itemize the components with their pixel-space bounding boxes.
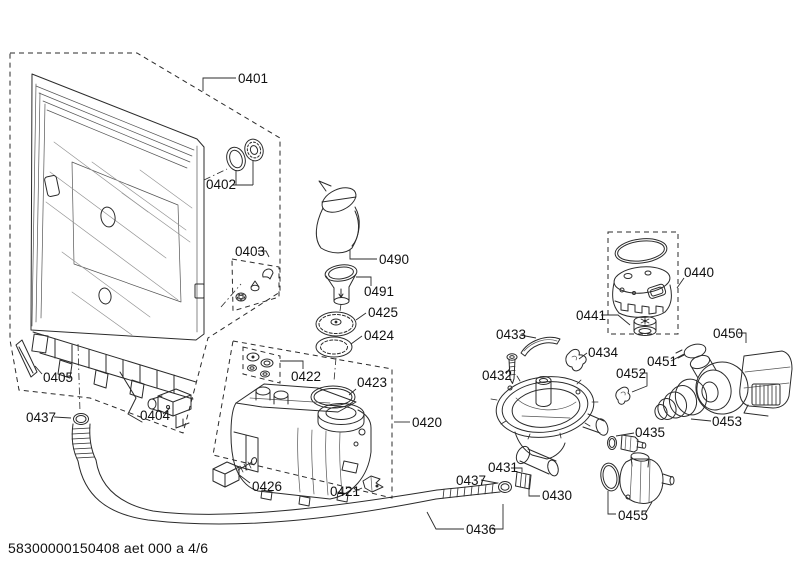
callout-0434: 0434	[588, 345, 619, 360]
callout-0422: 0422	[291, 369, 321, 384]
seal-kit-0422-box	[242, 346, 281, 384]
softener-assembly-drawing	[230, 383, 372, 507]
clamp-0451-drawing	[675, 343, 707, 359]
seal-rings-0402-drawing	[226, 138, 264, 172]
door-assembly-outline	[9, 52, 281, 434]
callout-0432: 0432	[482, 368, 512, 383]
inner-door-drawing	[30, 73, 205, 341]
leader-0490	[349, 250, 377, 260]
leader-0401	[202, 77, 236, 91]
leader-0426	[237, 473, 251, 484]
leader-0421	[352, 487, 363, 493]
leader-0405	[34, 365, 43, 375]
leader-0431	[511, 467, 523, 472]
valve-0435-drawing	[607, 434, 647, 453]
seal-kit-0422-parts	[246, 352, 274, 378]
screw-0432-drawing	[506, 353, 518, 384]
leader-0437-hose	[480, 479, 498, 484]
leader-0435	[615, 432, 635, 437]
document-number-text: 58300000150408 aet 000 a 4/6	[8, 540, 208, 556]
drain-hose-0436-drawing	[71, 413, 512, 525]
seal-0424-drawing	[315, 336, 353, 358]
callout-0436: 0436	[466, 522, 496, 537]
clip-0452-drawing	[615, 386, 631, 405]
pump-0450-drawing	[689, 350, 793, 417]
callout-0452: 0452	[616, 366, 646, 381]
leader-0455	[607, 491, 653, 515]
leader-0423	[348, 388, 357, 396]
callout-0437-hose: 0437	[456, 473, 486, 488]
clip-0433-drawing	[520, 336, 561, 357]
leader-0402	[232, 161, 254, 186]
leader-0430	[528, 489, 540, 497]
callout-0424: 0424	[364, 328, 395, 343]
callout-0426: 0426	[252, 479, 282, 494]
clip-0434-drawing	[565, 348, 587, 372]
leader-0425	[355, 312, 367, 321]
leader-0434	[578, 352, 588, 360]
leader-0422	[280, 360, 304, 369]
clip-0421-drawing	[362, 475, 384, 493]
strip-0405-drawing	[15, 339, 38, 378]
coupler-0431-drawing	[515, 471, 532, 490]
callout-labels: 0401 0402 0403 0404 0405 0420 0421 0422 …	[26, 71, 743, 537]
callout-0425: 0425	[368, 305, 398, 320]
leader-0436	[426, 504, 504, 530]
callout-0435: 0435	[635, 425, 665, 440]
callout-0430: 0430	[542, 488, 572, 503]
callout-0420: 0420	[412, 415, 442, 430]
callout-0453: 0453	[712, 414, 742, 429]
callout-0441: 0441	[576, 308, 606, 323]
callout-0421: 0421	[330, 484, 360, 499]
leader-0452	[631, 372, 648, 393]
heater-0440-box	[607, 231, 679, 335]
callout-0403: 0403	[235, 244, 265, 259]
leader-0450	[738, 332, 747, 343]
sleeve-0453-drawing	[654, 378, 708, 420]
leader-0437-door	[53, 416, 72, 419]
callout-0405: 0405	[43, 370, 73, 385]
drain-pump-0455-drawing	[600, 452, 675, 504]
fastener-kit-0403-box	[231, 258, 280, 312]
callout-0437-door: 0437	[26, 410, 56, 425]
jug-0490-drawing	[315, 180, 360, 254]
callout-0404: 0404	[140, 408, 171, 423]
callout-0451: 0451	[647, 354, 677, 369]
callout-0455: 0455	[618, 508, 648, 523]
leader-lines	[34, 77, 747, 530]
callout-0440: 0440	[684, 265, 714, 280]
sump-0430-drawing	[490, 375, 609, 477]
leader-0432	[505, 367, 511, 375]
callout-0423: 0423	[357, 375, 387, 390]
leader-0453	[690, 418, 712, 422]
valve-0404-drawing	[147, 388, 192, 429]
callout-0491: 0491	[364, 284, 394, 299]
fitting-0426-drawing	[212, 457, 258, 488]
callout-0490: 0490	[379, 252, 409, 267]
leader-0451	[670, 353, 685, 362]
leader-0424	[350, 335, 363, 345]
center-lines	[77, 168, 342, 413]
ring-0423-drawing	[310, 385, 356, 409]
callout-0450: 0450	[713, 326, 743, 341]
callout-0431: 0431	[488, 460, 518, 475]
callout-0401: 0401	[238, 71, 268, 86]
door-hinge-mechanism-drawing	[31, 331, 197, 423]
leader-0404	[162, 407, 171, 415]
cap-0425-drawing	[315, 311, 357, 337]
callout-0433: 0433	[496, 327, 526, 342]
leader-0433	[519, 334, 537, 339]
callout-0402: 0402	[206, 177, 236, 192]
impeller-0441-drawing	[633, 316, 657, 336]
leader-0491	[356, 276, 372, 286]
heater-assembly-drawing	[612, 238, 672, 318]
fastener-kit-0403-parts	[235, 268, 274, 302]
leader-0403	[258, 250, 270, 258]
leader-0441	[601, 314, 631, 326]
funnel-0491-drawing	[324, 264, 358, 305]
leader-0440	[676, 277, 685, 289]
softener-0420-box	[212, 340, 393, 499]
